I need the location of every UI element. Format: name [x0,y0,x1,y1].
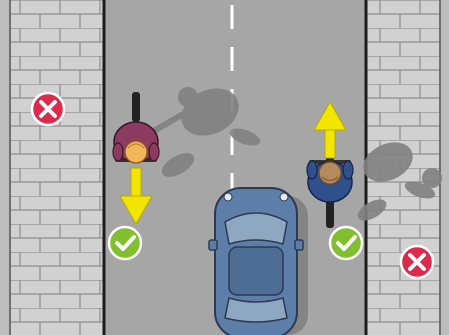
car [209,188,303,335]
checkmark-icon [109,227,141,259]
left-sidewalk [0,0,104,335]
cross-icon [32,93,64,125]
checkmark-icon [330,227,362,259]
cross-icon [401,246,433,278]
